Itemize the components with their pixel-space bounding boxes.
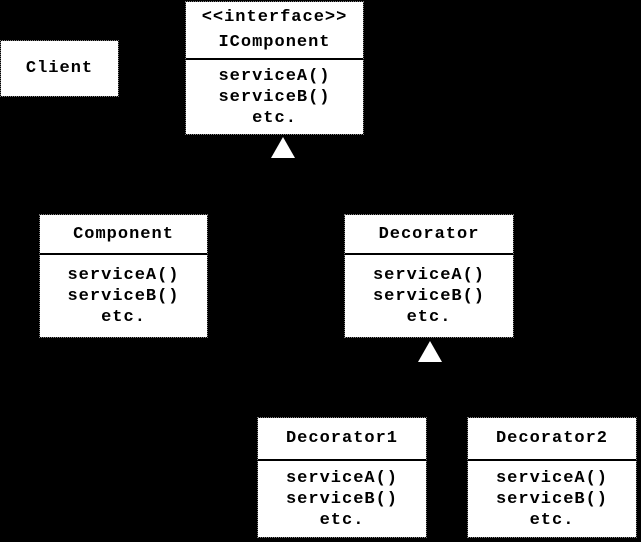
method-label: serviceA() [67, 265, 180, 285]
class-name-label: Decorator2 [495, 429, 609, 448]
class-name-label: Component [73, 224, 174, 244]
class-methods-compartment: serviceA() serviceB() etc. [345, 255, 513, 337]
class-name-label: IComponent [218, 33, 331, 52]
class-title-compartment: Decorator1 [258, 418, 426, 461]
generalization-arrowhead-icomponent-icon [271, 137, 295, 158]
class-methods-compartment: serviceA() serviceB() etc. [40, 255, 207, 337]
class-box-component: Component serviceA() serviceB() etc. [39, 214, 208, 338]
class-title-compartment: Component [40, 215, 207, 255]
method-label: etc. [406, 307, 452, 327]
method-label: etc. [319, 510, 365, 530]
class-box-decorator: Decorator serviceA() serviceB() etc. [344, 214, 514, 338]
method-label: serviceB() [218, 87, 331, 107]
class-name-label: Decorator1 [285, 429, 399, 448]
class-methods-compartment: serviceA() serviceB() etc. [186, 60, 363, 134]
stereotype-label: <<interface>> [201, 8, 348, 27]
method-label: serviceB() [372, 286, 486, 306]
class-name-label: Client [25, 59, 94, 78]
class-methods-compartment: serviceA() serviceB() etc. [468, 461, 636, 537]
class-box-decorator1: Decorator1 serviceA() serviceB() etc. [257, 417, 427, 538]
class-box-client: Client [0, 40, 119, 97]
method-label: serviceA() [372, 265, 486, 285]
class-title-compartment: <<interface>> IComponent [186, 2, 363, 60]
class-box-icomponent: <<interface>> IComponent serviceA() serv… [185, 1, 364, 135]
generalization-arrowhead-decorator-icon [418, 341, 442, 362]
class-box-decorator2: Decorator2 serviceA() serviceB() etc. [467, 417, 637, 538]
method-label: serviceA() [495, 468, 609, 488]
class-methods-compartment: serviceA() serviceB() etc. [258, 461, 426, 537]
method-label: etc. [529, 510, 575, 530]
class-name-label: Decorator [378, 224, 480, 244]
method-label: serviceA() [218, 66, 331, 86]
method-label: serviceB() [495, 489, 609, 509]
method-label: serviceB() [285, 489, 399, 509]
class-title-compartment: Decorator [345, 215, 513, 255]
method-label: serviceA() [285, 468, 399, 488]
method-label: etc. [252, 108, 297, 128]
class-title-compartment: Decorator2 [468, 418, 636, 461]
method-label: etc. [101, 307, 146, 327]
method-label: serviceB() [67, 286, 180, 306]
